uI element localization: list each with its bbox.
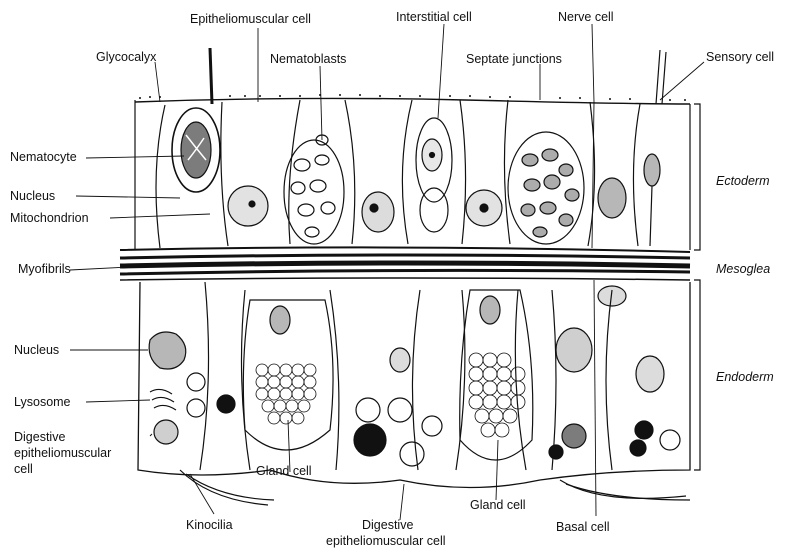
interstitial-cell-shape: [416, 118, 452, 232]
label-basal-cell: Basal cell: [556, 520, 610, 534]
endoderm-nucleus: [149, 332, 186, 369]
lysosome-shape: [150, 389, 176, 410]
label-layer-endoderm: Endoderm: [716, 370, 774, 384]
label-layer-ectoderm: Ectoderm: [716, 174, 770, 188]
label-myofibrils: Myofibrils: [18, 262, 71, 276]
ectoderm-cell-nucleus: [362, 192, 394, 232]
layer-brackets: [694, 104, 700, 470]
label-layer-mesoglea: Mesoglea: [716, 262, 770, 276]
label-nematoblasts: Nematoblasts: [270, 52, 346, 66]
label-nucleus-top: Nucleus: [10, 189, 55, 203]
label-digestive-cell-bottom-2: epitheliomuscular cell: [326, 534, 446, 548]
gland-cell-right-shape: [460, 290, 533, 460]
label-glycocalyx: Glycocalyx: [96, 50, 156, 64]
nerve-cell-nucleus: [598, 178, 626, 218]
label-nerve-cell: Nerve cell: [558, 10, 614, 24]
label-gland-cell-left: Gland cell: [256, 464, 312, 478]
label-septate-junctions: Septate junctions: [466, 52, 562, 66]
septate-cluster: [508, 132, 584, 244]
label-digestive-cell-left-2: epitheliomuscular: [14, 446, 111, 460]
nematocyte-cell: [172, 48, 220, 192]
label-lysosome: Lysosome: [14, 395, 71, 409]
label-gland-cell-right: Gland cell: [470, 498, 526, 512]
ectoderm-layer: [135, 98, 690, 250]
epitheliomuscular-nucleus: [228, 186, 268, 226]
label-nematocyte: Nematocyte: [10, 150, 77, 164]
label-digestive-cell-left-1: Digestive: [14, 430, 65, 444]
ectoderm-cell-nucleus-2: [466, 190, 502, 226]
label-mitochondrion: Mitochondrion: [10, 211, 89, 225]
mesoglea-layer: [120, 247, 690, 280]
nematoblast-cluster: [284, 135, 344, 244]
sensory-cell-shape: [644, 50, 666, 246]
label-sensory-cell: Sensory cell: [706, 50, 774, 64]
label-nucleus-bottom: Nucleus: [14, 343, 59, 357]
label-interstitial-cell: Interstitial cell: [396, 10, 472, 24]
label-digestive-cell-left-3: cell: [14, 462, 33, 476]
label-kinocilia: Kinocilia: [186, 518, 233, 532]
label-digestive-cell-bottom-1: Digestive: [362, 518, 413, 532]
label-epitheliomuscular-cell: Epitheliomuscular cell: [190, 12, 311, 26]
endoderm-layer: [138, 282, 690, 488]
